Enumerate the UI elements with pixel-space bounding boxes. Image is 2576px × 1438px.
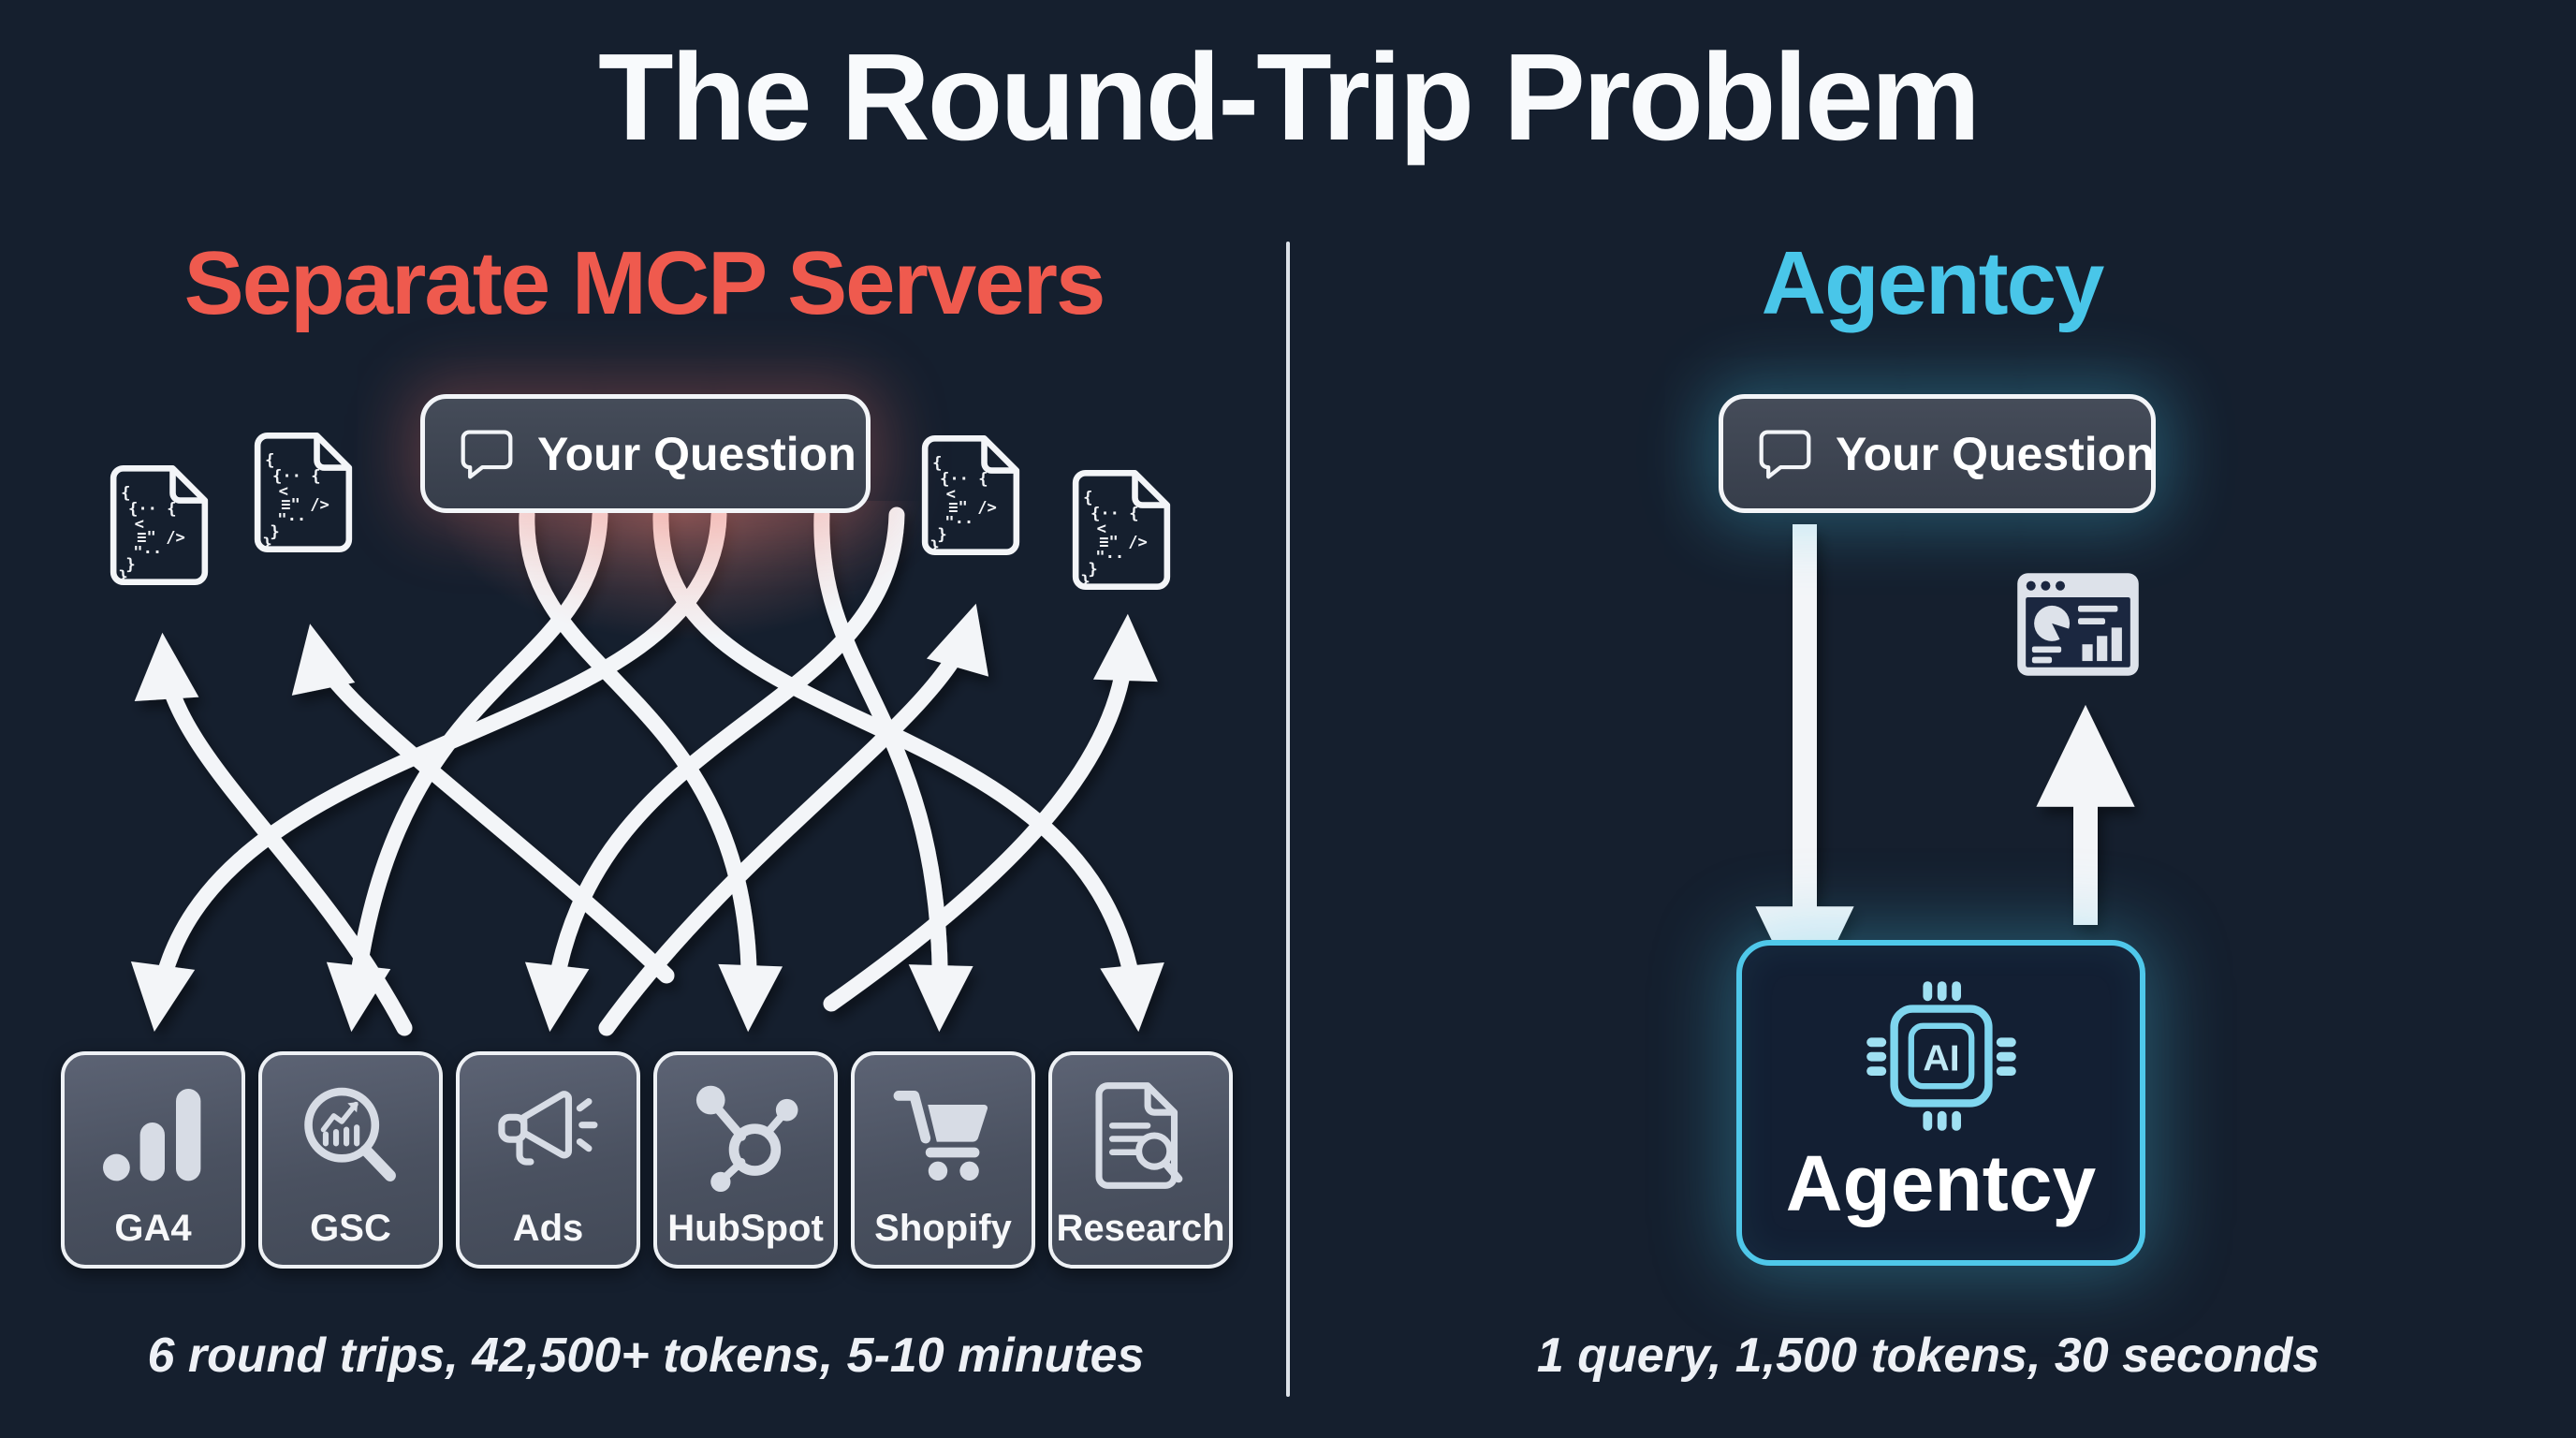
- report-dashboard-icon: [2017, 573, 2139, 676]
- right-panel-heading: Agentcy: [1761, 233, 2105, 333]
- shopping-cart-icon: [855, 1081, 1032, 1184]
- service-box-research: Research: [1048, 1051, 1233, 1269]
- hub-network-icon: [657, 1081, 834, 1192]
- svg-text:{: {: [265, 451, 274, 470]
- svg-text:≡" />: ≡" />: [1099, 533, 1148, 551]
- svg-text:}: }: [1088, 561, 1097, 580]
- svg-text:<: <: [135, 515, 144, 534]
- megaphone-icon: [460, 1081, 637, 1184]
- panel-divider: [1286, 242, 1290, 1397]
- svg-text:}: }: [125, 556, 135, 575]
- agentcy-agent-box: AI Agentcy: [1736, 940, 2145, 1266]
- svg-text:{·· {: {·· {: [128, 500, 177, 519]
- svg-text:{·· {: {·· {: [1090, 505, 1139, 523]
- svg-text:}: }: [270, 523, 279, 542]
- svg-text:{: {: [1083, 489, 1092, 507]
- analytics-bars-icon: [65, 1081, 242, 1186]
- svg-text:"··: "··: [133, 543, 162, 562]
- svg-text:<: <: [946, 485, 956, 504]
- svg-text:"··: "··: [277, 510, 306, 529]
- svg-text:}: }: [1080, 573, 1090, 592]
- svg-text:<: <: [1097, 520, 1106, 538]
- service-box-hubspot: HubSpot: [653, 1051, 838, 1269]
- code-file-icon: {{·· {< ≡" />"··}}: [254, 432, 353, 554]
- svg-text:<: <: [279, 482, 288, 501]
- search-chart-icon: [262, 1081, 439, 1192]
- question-label: Your Question: [537, 427, 856, 480]
- left-caption: 6 round trips, 42,500+ tokens, 5-10 minu…: [147, 1328, 1145, 1383]
- service-label: GA4: [114, 1208, 192, 1249]
- mcp-round-trip-arrows: [131, 506, 1164, 1036]
- service-box-gsc: GSC: [258, 1051, 443, 1269]
- question-glow: [440, 501, 927, 641]
- document-search-icon: [1052, 1081, 1229, 1190]
- svg-text:}: }: [929, 538, 939, 557]
- code-file-icon: {{·· {< ≡" />"··}}: [1072, 469, 1171, 592]
- service-label: Research: [1056, 1208, 1225, 1249]
- service-box-ads: Ads: [456, 1051, 640, 1269]
- service-box-ga4: GA4: [61, 1051, 245, 1269]
- svg-text:≡" />: ≡" />: [948, 498, 997, 517]
- svg-text:}: }: [118, 568, 127, 587]
- svg-text:≡" />: ≡" />: [137, 528, 185, 547]
- chat-bubble-icon: [461, 429, 513, 478]
- page-title: The Round-Trip Problem: [598, 28, 1981, 166]
- code-file-icon: {{·· {< ≡" />"··}}: [921, 434, 1020, 557]
- ai-chip-icon: AI: [1866, 980, 2016, 1131]
- svg-text:{·· {: {·· {: [940, 470, 988, 489]
- svg-text:"··: "··: [1095, 548, 1124, 566]
- svg-text:}: }: [262, 536, 271, 554]
- right-caption: 1 query, 1,500 tokens, 30 seconds: [1536, 1328, 2320, 1383]
- left-panel-heading: Separate MCP Servers: [183, 233, 1106, 333]
- svg-text:}: }: [937, 526, 946, 545]
- service-label: Shopify: [874, 1208, 1012, 1249]
- svg-text:{·· {: {·· {: [272, 467, 321, 486]
- right-question-box: Your Question: [1719, 394, 2156, 513]
- chat-bubble-icon: [1759, 429, 1811, 478]
- left-question-box: Your Question: [420, 394, 871, 513]
- service-label: Ads: [512, 1208, 584, 1249]
- service-label: GSC: [310, 1208, 391, 1249]
- svg-text:≡" />: ≡" />: [281, 495, 329, 514]
- svg-text:{: {: [121, 484, 130, 503]
- svg-text:"··: "··: [944, 513, 973, 532]
- question-label: Your Question: [1836, 427, 2155, 480]
- svg-text:{: {: [932, 454, 942, 473]
- service-label: HubSpot: [667, 1208, 824, 1249]
- service-box-shopify: Shopify: [851, 1051, 1035, 1269]
- svg-text:AI: AI: [1923, 1038, 1959, 1078]
- code-file-icon: {{·· {< ≡" />"··}}: [110, 464, 209, 587]
- agent-label: Agentcy: [1785, 1138, 2097, 1227]
